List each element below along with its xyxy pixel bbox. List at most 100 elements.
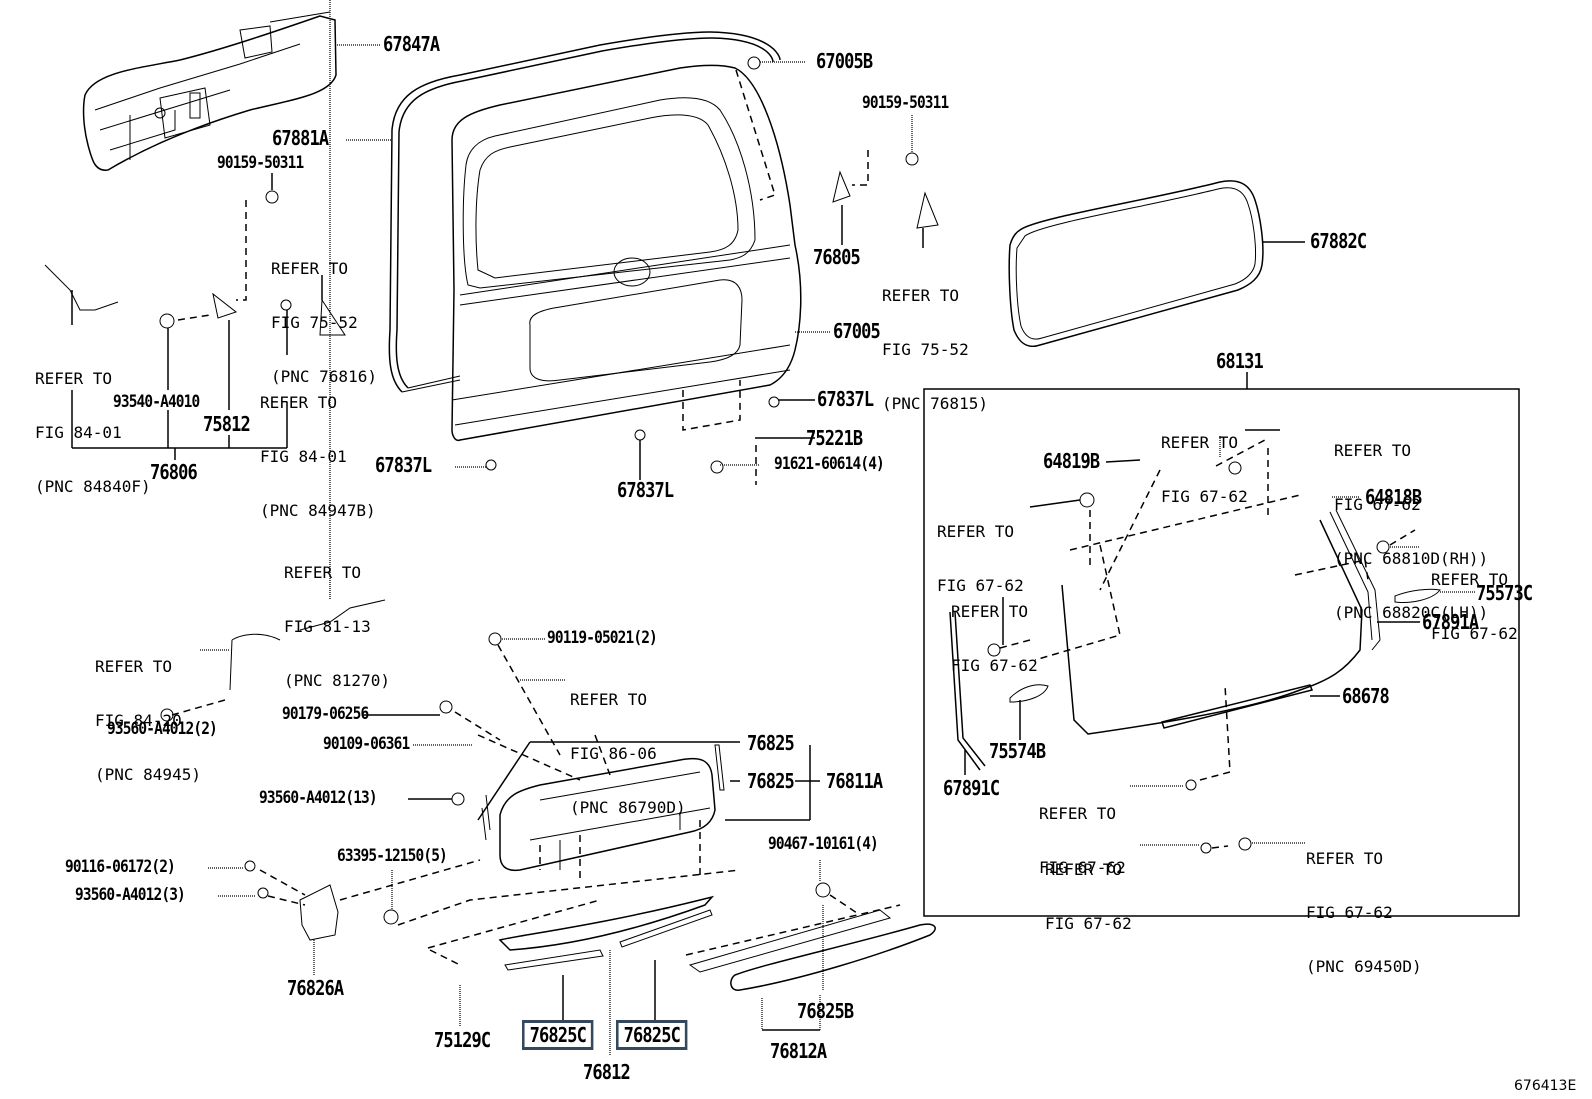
part-label-75221B[interactable]: 75221B <box>806 426 863 450</box>
reference-fig-84-01-84947B[interactable]: REFER TO FIG 84-01 (PNC 84947B) <box>260 358 376 538</box>
part-label-67881A[interactable]: 67881A <box>272 126 329 150</box>
ref-line: (PNC 68810D(RH)) <box>1334 549 1489 568</box>
ref-line: REFER TO <box>35 369 113 388</box>
part-label-67891A[interactable]: 67891A <box>1422 610 1479 634</box>
part-label-75129C[interactable]: 75129C <box>434 1028 491 1052</box>
part-label-76825-upper[interactable]: 76825 <box>747 731 795 755</box>
part-label-68678[interactable]: 68678 <box>1342 684 1390 708</box>
part-label-64818B[interactable]: 64818B <box>1365 485 1422 509</box>
reference-fig-67-62-hinge[interactable]: REFER TO FIG 67-62 (PNC 68810D(RH)) (PNC… <box>1334 406 1488 640</box>
wire-84840F-drawing <box>44 264 119 311</box>
cover-76815-drawing <box>916 191 939 229</box>
weatherstrip-67881A-drawing <box>388 31 781 393</box>
part-label-93540-A4010[interactable]: 93540-A4010 <box>113 392 200 412</box>
reference-fig-67-62-bottom1[interactable]: REFER TO FIG 67-62 <box>1039 769 1126 895</box>
ref-line: (PNC 84840F) <box>35 477 151 496</box>
part-label-90116-06172[interactable]: 90116-06172(2) <box>65 857 176 877</box>
reference-fig-84-01-84840F[interactable]: REFER TO FIG 84-01 (PNC 84840F) <box>35 334 151 514</box>
part-label-93560-A4012-2[interactable]: 93560-A4012(2) <box>107 719 218 739</box>
reference-fig-67-62-left1[interactable]: REFER TO FIG 67-62 <box>937 487 1024 613</box>
part-label-91621-60614[interactable]: 91621-60614(4) <box>774 454 885 474</box>
part-label-90109-06361[interactable]: 90109-06361 <box>323 734 410 754</box>
part-label-67005[interactable]: 67005 <box>833 319 881 343</box>
ref-line: (PNC 76815) <box>882 394 988 413</box>
ref-line: REFER TO <box>260 393 338 412</box>
part-label-67891C[interactable]: 67891C <box>943 776 1000 800</box>
part-label-63395-12150[interactable]: 63395-12150(5) <box>337 846 448 866</box>
ref-line: REFER TO <box>95 657 173 676</box>
reference-fig-67-62-left2[interactable]: REFER TO FIG 67-62 <box>951 567 1038 693</box>
garnish-75573C-drawing <box>1394 588 1441 603</box>
part-label-76825C-left[interactable]: 76825C <box>522 1020 594 1050</box>
assembly-lines <box>171 69 1416 966</box>
part-label-67882C[interactable]: 67882C <box>1310 229 1367 253</box>
part-label-76812A[interactable]: 76812A <box>770 1039 827 1063</box>
part-label-67837L-center[interactable]: 67837L <box>617 478 674 502</box>
ref-line: REFER TO <box>1431 570 1509 589</box>
part-label-76805[interactable]: 76805 <box>813 245 861 269</box>
reference-fig-67-62-69450D[interactable]: REFER TO FIG 67-62 (PNC 69450D) <box>1306 814 1422 994</box>
part-label-64819B[interactable]: 64819B <box>1043 449 1100 473</box>
ref-line: (PNC 84947B) <box>260 501 376 520</box>
reference-fig-81-13-81270[interactable]: REFER TO FIG 81-13 (PNC 81270) <box>284 528 390 708</box>
part-label-67847A[interactable]: 67847A <box>383 32 440 56</box>
ref-line: FIG 86-06 <box>570 744 657 763</box>
reference-fig-84-20-84945[interactable]: REFER TO FIG 84-20 (PNC 84945) <box>95 622 201 802</box>
molding-67891C-drawing <box>949 611 986 771</box>
part-label-90159-50311-left[interactable]: 90159-50311 <box>217 153 304 173</box>
figure-id: 676413E <box>1514 1078 1577 1094</box>
ref-line: REFER TO <box>882 286 960 305</box>
part-label-67005B[interactable]: 67005B <box>816 49 873 73</box>
cover-76816-drawing <box>319 298 346 336</box>
reference-fig-86-06-86790D[interactable]: REFER TO FIG 86-06 (PNC 86790D) <box>570 655 686 835</box>
glass-seal-67882C-drawing <box>1008 180 1264 347</box>
garnish-76811A-drawing <box>481 744 725 872</box>
ref-line: FIG 84-01 <box>35 423 122 442</box>
fasteners <box>159 56 1390 925</box>
part-label-90467-10161[interactable]: 90467-10161(4) <box>768 834 879 854</box>
part-label-76825B[interactable]: 76825B <box>797 999 854 1023</box>
part-label-68131[interactable]: 68131 <box>1216 349 1264 373</box>
part-label-76811A[interactable]: 76811A <box>826 769 883 793</box>
part-label-75573C[interactable]: 75573C <box>1476 581 1533 605</box>
part-label-75812[interactable]: 75812 <box>203 412 251 436</box>
ref-line: REFER TO <box>937 522 1015 541</box>
part-label-76812[interactable]: 76812 <box>583 1060 631 1084</box>
reference-fig-67-62-bottom2[interactable]: REFER TO FIG 67-62 <box>1045 825 1132 951</box>
trim-panel-67847A-drawing <box>82 11 337 171</box>
ref-line: (PNC 76816) <box>271 367 377 386</box>
ref-line: FIG 67-62 <box>1334 495 1421 514</box>
ref-line: FIG 67-62 <box>1045 914 1132 933</box>
ref-line: FIG 67-62 <box>951 656 1038 675</box>
part-label-76806[interactable]: 76806 <box>150 460 198 484</box>
reference-fig-67-62-top[interactable]: REFER TO FIG 67-62 <box>1161 398 1248 524</box>
back-door-67005-drawing <box>451 64 802 442</box>
part-label-67837L-left[interactable]: 67837L <box>375 453 432 477</box>
bracket-76826A-drawing <box>299 884 339 941</box>
ref-line: REFER TO <box>1039 804 1117 823</box>
part-label-76826A[interactable]: 76826A <box>287 976 344 1000</box>
part-label-76825C-right[interactable]: 76825C <box>616 1020 688 1050</box>
ref-line: (PNC 81270) <box>284 671 390 690</box>
part-label-93560-A4012-13[interactable]: 93560-A4012(13) <box>259 788 378 808</box>
molding-76812A-drawing <box>688 909 936 991</box>
part-label-67837L-right[interactable]: 67837L <box>817 387 874 411</box>
ref-line: FIG 75-52 <box>271 313 358 332</box>
ref-line: FIG 67-62 <box>937 576 1024 595</box>
reference-fig-67-62-right[interactable]: REFER TO FIG 67-62 <box>1431 535 1518 661</box>
ref-line: REFER TO <box>284 563 362 582</box>
part-label-90119-05021[interactable]: 90119-05021(2) <box>547 628 658 648</box>
part-label-93560-A4012-3[interactable]: 93560-A4012(3) <box>75 885 186 905</box>
reference-fig-75-52-76816[interactable]: REFER TO FIG 75-52 (PNC 76816) <box>271 224 377 404</box>
ref-line: (PNC 86790D) <box>570 798 686 817</box>
leader-lines <box>71 0 1475 1055</box>
part-label-90179-06256[interactable]: 90179-06256 <box>282 704 369 724</box>
part-label-75574B[interactable]: 75574B <box>989 739 1046 763</box>
reference-fig-75-52-76815[interactable]: REFER TO FIG 75-52 (PNC 76815) <box>882 251 988 431</box>
ref-line: REFER TO <box>1334 441 1412 460</box>
part-label-90159-50311-right[interactable]: 90159-50311 <box>862 93 949 113</box>
cover-75812-drawing <box>212 292 238 319</box>
ref-line: REFER TO <box>570 690 648 709</box>
part-label-76825-lower[interactable]: 76825 <box>747 769 795 793</box>
ref-line: REFER TO <box>951 602 1029 621</box>
